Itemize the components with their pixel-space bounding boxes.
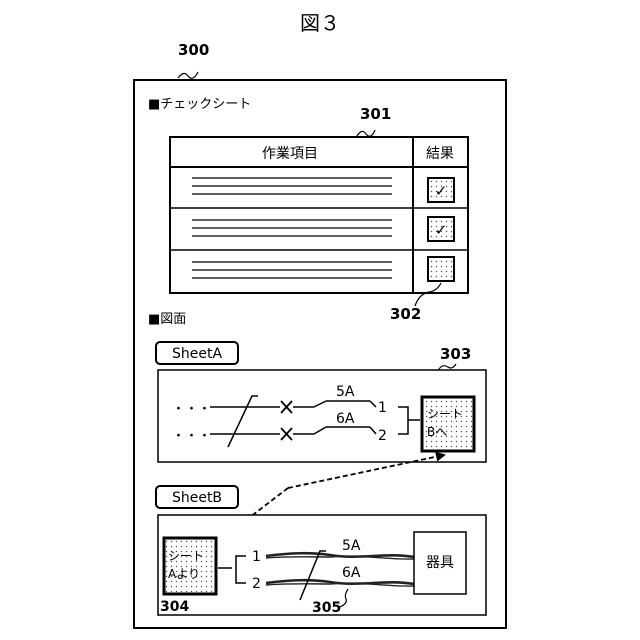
sheet-a-ref-box-ref: 303	[440, 345, 471, 363]
sheet-b-ref-box-line2: Aより	[168, 567, 200, 581]
sheet-a-ref-box-line1: シート	[427, 407, 463, 421]
checkbox-ref: 302	[390, 305, 421, 323]
sheet-b-ref-box[interactable]	[164, 538, 216, 594]
sheet-b-terminal-2: 2	[252, 576, 261, 592]
sheet-a-ref-box-line2: Bへ	[427, 425, 447, 439]
drawings-heading: ■図面	[148, 312, 186, 327]
sheet-a-terminal-2: 2	[378, 428, 387, 444]
column-header-work-item: 作業項目	[262, 146, 318, 162]
sheet-b-device-label: 器具	[426, 555, 454, 571]
checkbox-row-3[interactable]	[428, 257, 454, 281]
check-sheet-leader	[357, 130, 375, 136]
sheet-a-ref-box[interactable]	[422, 397, 474, 451]
sheet-a-tab-label: SheetA	[172, 346, 222, 362]
sheet-a-wire-2-label: 6A	[336, 411, 355, 427]
sheet-a-ellipsis-2: ・・・	[172, 429, 211, 444]
outer-frame-ref: 300	[178, 41, 209, 59]
check-mark-row-1: ✓	[435, 182, 448, 200]
sheet-b-cable-ref: 305	[312, 600, 341, 616]
check-sheet-heading: ■チェックシート	[148, 97, 251, 112]
sheet-b-wire-1-label: 5A	[342, 538, 361, 554]
check-mark-row-2: ✓	[435, 221, 448, 239]
sheet-a-terminal-1: 1	[378, 400, 387, 416]
sheet-b-ref-box-line1: シート	[168, 549, 204, 563]
sheet-b-terminal-1: 1	[252, 549, 261, 565]
figure-title: 図３	[300, 11, 340, 35]
sheet-a-ellipsis-1: ・・・	[172, 402, 211, 417]
sheet-a-wire-1-label: 5A	[336, 384, 355, 400]
sheet-b-ref-box-ref: 304	[160, 599, 189, 615]
column-header-result: 結果	[426, 146, 454, 162]
check-sheet-ref: 301	[360, 105, 391, 123]
outer-frame-leader	[178, 72, 198, 78]
sheet-b-wire-2-label: 6A	[342, 565, 361, 581]
sheet-b-tab-label: SheetB	[172, 490, 222, 506]
